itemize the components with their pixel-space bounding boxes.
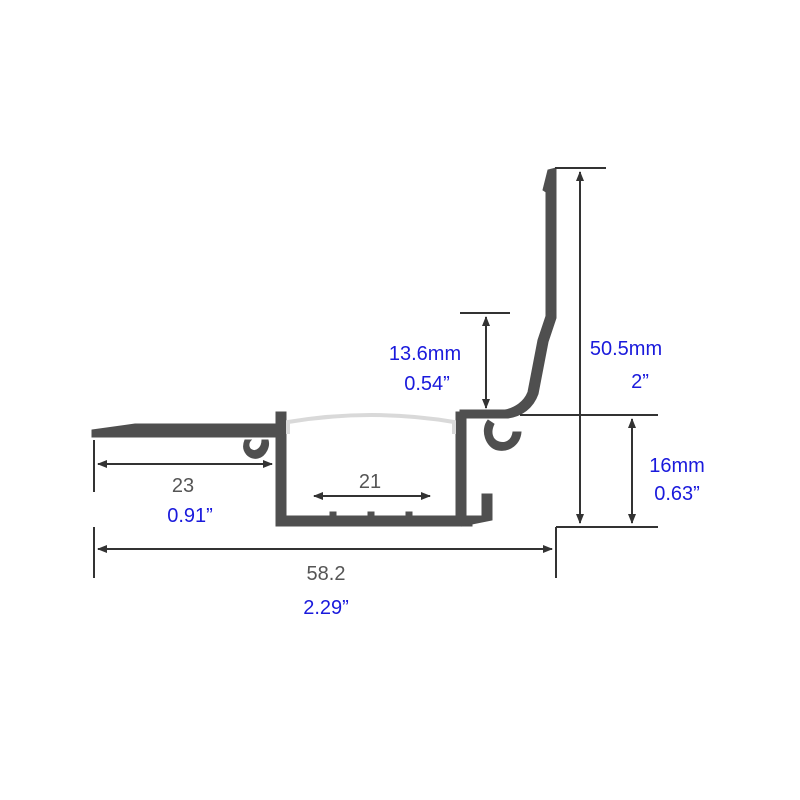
right-foot	[461, 493, 493, 527]
left-flange	[91, 423, 276, 438]
total-width-inch-label: 2.29”	[303, 597, 349, 619]
bottom-ribs	[329, 511, 413, 519]
height-total-inch-label: 2”	[631, 371, 649, 393]
flange-width-mm-label: 23	[172, 475, 194, 497]
upper-offset-mm-label: 13.6mm	[389, 343, 461, 365]
top-shelf	[459, 305, 557, 419]
upper-offset-inch-label: 0.54”	[404, 373, 450, 395]
extension-lines	[93, 167, 658, 578]
body-height-inch-label: 0.63”	[654, 483, 700, 505]
channel-left-wall	[275, 411, 287, 527]
total-width-mm-label: 58.2	[307, 563, 346, 585]
right-clip	[483, 419, 522, 451]
aluminum-profile	[91, 167, 557, 527]
flange-width-inch-label: 0.91”	[167, 505, 213, 527]
body-height-mm-label: 16mm	[649, 455, 705, 477]
diffuser-cover	[286, 413, 456, 434]
upright-wall	[542, 167, 557, 313]
left-clip	[243, 439, 269, 459]
channel-width-mm-label: 21	[359, 471, 381, 493]
channel-right-wall	[455, 411, 467, 517]
height-total-mm-label: 50.5mm	[590, 338, 662, 360]
